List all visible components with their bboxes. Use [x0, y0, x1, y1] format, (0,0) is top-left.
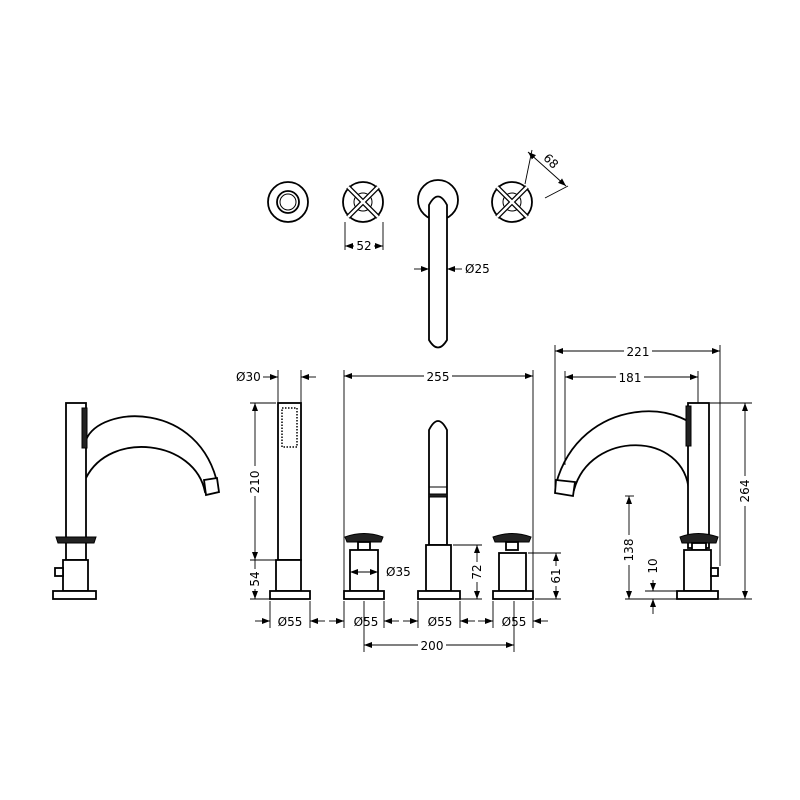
- dimension-valve-centres: 200: [363, 601, 515, 653]
- dim-label-52: 52: [356, 239, 371, 253]
- dim-label-210: 210: [248, 471, 262, 494]
- dimension-handle-width: 52: [344, 222, 384, 253]
- dimension-spout-outlet-height: 138: [622, 495, 677, 600]
- plan-cross-handle-left: [342, 181, 384, 223]
- dimension-handset-height: 210 54: [248, 402, 276, 600]
- plan-spout: [417, 179, 459, 349]
- dim-label-25: Ø25: [465, 262, 490, 276]
- shower-handset: [269, 402, 311, 600]
- dim-label-35: Ø35: [386, 565, 411, 579]
- dimension-handle-diagonal: 68: [524, 149, 569, 199]
- dimension-spout-diameter: Ø25: [414, 262, 490, 276]
- dim-label-55-spout: Ø55: [428, 615, 453, 629]
- dim-label-30: Ø30: [236, 370, 261, 384]
- dim-label-10: 10: [646, 558, 660, 573]
- dimension-overall-width: 255: [343, 369, 534, 591]
- dimension-overall-projection: 221: [554, 344, 721, 566]
- dim-label-55-valve-left: Ø55: [354, 615, 379, 629]
- dimension-shower-diameter: Ø30: [236, 370, 316, 403]
- dim-label-55-shower: Ø55: [278, 615, 303, 629]
- plan-shower-outlet: [267, 181, 309, 223]
- dimension-spout-projection: 181: [564, 370, 699, 465]
- dimension-overall-height: 264: [710, 402, 752, 600]
- dimension-spout-base-height: 72: [453, 544, 484, 600]
- dimension-base-diameters: Ø55 Ø55 Ø55 Ø55: [255, 601, 548, 629]
- dim-label-264: 264: [738, 480, 752, 503]
- dim-label-61: 61: [549, 568, 563, 583]
- plan-cross-handle-right: [491, 181, 533, 223]
- valve-left: [343, 533, 385, 600]
- dim-label-221: 221: [627, 345, 650, 359]
- dim-label-68: 68: [540, 151, 561, 172]
- dim-label-54: 54: [248, 571, 262, 586]
- dim-label-200: 200: [421, 639, 444, 653]
- dimension-plate-height: 10: [645, 558, 677, 614]
- dim-label-181: 181: [619, 371, 642, 385]
- right-side-mixer: [554, 402, 719, 600]
- valve-right: [492, 533, 534, 600]
- dim-label-72: 72: [470, 564, 484, 579]
- left-side-mixer: [52, 402, 221, 600]
- dimension-valve-body: Ø35: [350, 565, 411, 579]
- dim-label-255: 255: [427, 370, 450, 384]
- dimension-valve-height: 61: [528, 552, 563, 600]
- dim-label-138: 138: [622, 539, 636, 562]
- spout-front: [417, 420, 461, 600]
